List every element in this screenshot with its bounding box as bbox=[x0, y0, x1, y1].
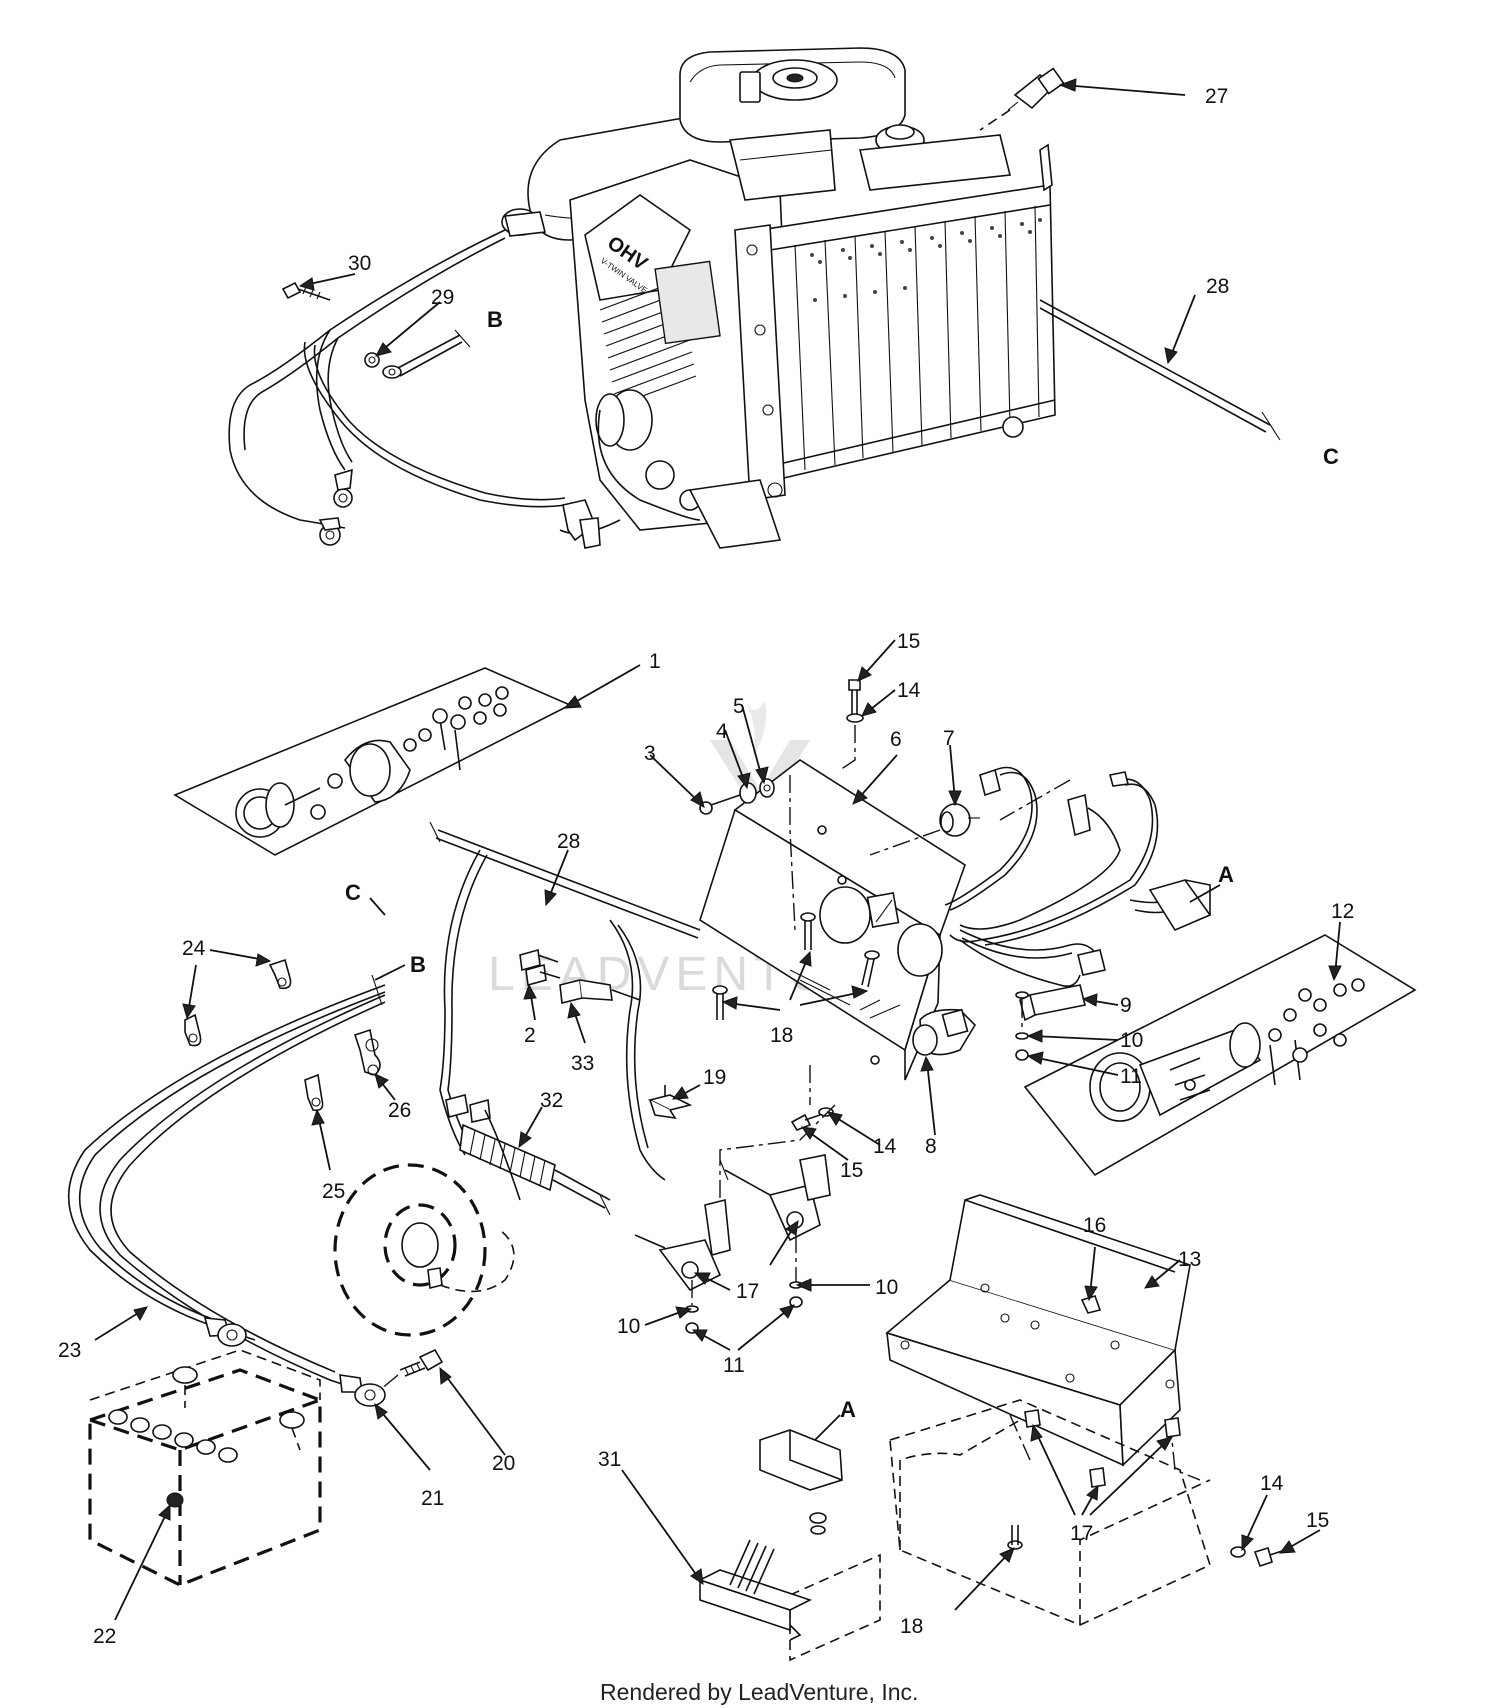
callout-6: 6 bbox=[890, 728, 902, 751]
callout-20: 20 bbox=[492, 1452, 515, 1475]
callout-17-tray: 17 bbox=[1070, 1522, 1093, 1545]
cable-28-bottom bbox=[429, 821, 701, 1181]
callout-28-bottom: 28 bbox=[557, 830, 580, 853]
part-17-clips-tray bbox=[1024, 1409, 1181, 1488]
callout-8: 8 bbox=[925, 1135, 937, 1158]
cable-28-top bbox=[1039, 299, 1281, 441]
callout-24: 24 bbox=[182, 937, 206, 960]
letter-a-bottom: A bbox=[840, 1397, 856, 1422]
callout-9: 9 bbox=[1120, 994, 1132, 1017]
callout-15-top: 15 bbox=[897, 630, 920, 653]
part-24-clamps bbox=[184, 958, 292, 1047]
part-31-module bbox=[697, 1429, 881, 1662]
callout-32: 32 bbox=[540, 1089, 563, 1112]
part-30-screw bbox=[281, 281, 331, 301]
callout-10-mid-right: 10 bbox=[875, 1276, 898, 1299]
battery-cables bbox=[67, 974, 386, 1407]
callout-1: 1 bbox=[649, 650, 661, 673]
callout-18-tray: 18 bbox=[900, 1615, 923, 1638]
callout-31: 31 bbox=[598, 1448, 621, 1471]
part-10-washer-right bbox=[1015, 1032, 1029, 1040]
part-20-bolt bbox=[379, 1348, 444, 1391]
footer-credit: Rendered by LeadVenture, Inc. bbox=[600, 1679, 918, 1705]
callout-11-mid: 11 bbox=[723, 1354, 745, 1377]
part-11-nut-right bbox=[1015, 1049, 1029, 1061]
part-18-screw-tray bbox=[1007, 1525, 1023, 1550]
part-15-screw-top bbox=[848, 679, 861, 715]
callout-26: 26 bbox=[388, 1099, 411, 1122]
letter-c-bottom: C bbox=[345, 880, 361, 905]
part-9-relay bbox=[1015, 984, 1086, 1030]
engine-wire-harness bbox=[228, 229, 601, 549]
part-25-clamp bbox=[304, 1073, 324, 1112]
callout-12: 12 bbox=[1331, 900, 1354, 923]
callout-29: 29 bbox=[431, 286, 454, 309]
callout-2: 2 bbox=[524, 1024, 536, 1047]
part-1-gauge-kit bbox=[173, 667, 572, 856]
part-19-clip bbox=[647, 1085, 693, 1120]
callout-21: 21 bbox=[421, 1487, 444, 1510]
callout-13: 13 bbox=[1178, 1248, 1201, 1271]
callout-14-tray: 14 bbox=[1260, 1472, 1284, 1495]
panel-wire-harness bbox=[944, 766, 1212, 988]
part-2-connector bbox=[519, 948, 561, 987]
part-6-dash-panel bbox=[699, 759, 966, 1081]
part-4-washer bbox=[739, 782, 757, 804]
part-7-ignition-switch bbox=[869, 803, 980, 856]
callout-22: 22 bbox=[93, 1625, 116, 1648]
part-27-sensor bbox=[979, 67, 1065, 131]
callout-28-top: 28 bbox=[1206, 275, 1229, 298]
part-12-gauge-kit bbox=[1023, 934, 1417, 1177]
part-13-battery-tray bbox=[885, 1194, 1191, 1467]
engine-assembly: OHV V-TWIN VALVE bbox=[501, 47, 1056, 549]
callout-33: 33 bbox=[571, 1052, 594, 1075]
letter-b-bottom: B bbox=[410, 952, 426, 977]
letter-a-top: A bbox=[1218, 862, 1234, 887]
callout-10-mid-left: 10 bbox=[617, 1315, 640, 1338]
callout-15-mid: 15 bbox=[840, 1159, 863, 1182]
clutch-dashed bbox=[333, 1094, 521, 1337]
battery-box-dashed bbox=[889, 1399, 1211, 1626]
part-8-switch bbox=[912, 1008, 977, 1056]
callout-14-mid: 14 bbox=[873, 1135, 897, 1158]
part-33-connector bbox=[559, 979, 641, 1004]
callout-25: 25 bbox=[322, 1180, 345, 1203]
leader-lines bbox=[94, 78, 1342, 1621]
callout-7: 7 bbox=[943, 727, 955, 750]
callout-11-right: 11 bbox=[1120, 1065, 1142, 1088]
callout-17-mid: 17 bbox=[736, 1280, 759, 1303]
callout-30: 30 bbox=[348, 252, 371, 275]
letter-c-top: C bbox=[1323, 444, 1339, 469]
callout-15-tray: 15 bbox=[1306, 1509, 1329, 1532]
part-15-screw-tray bbox=[1253, 1546, 1286, 1568]
callout-10-right: 10 bbox=[1120, 1029, 1143, 1052]
battery-dashed bbox=[88, 1349, 322, 1587]
callout-19: 19 bbox=[703, 1066, 726, 1089]
callout-27: 27 bbox=[1205, 85, 1228, 108]
part-5-nut bbox=[759, 778, 775, 798]
part-15-screw-mid bbox=[790, 1113, 821, 1131]
part-26-clamp bbox=[353, 1028, 381, 1076]
part-18-screws-panel bbox=[712, 912, 880, 1020]
callout-3: 3 bbox=[644, 742, 656, 765]
callout-16: 16 bbox=[1083, 1214, 1106, 1237]
part-32-sleeve bbox=[459, 1123, 611, 1216]
callout-5: 5 bbox=[733, 695, 745, 718]
callout-23: 23 bbox=[58, 1339, 81, 1362]
part-14-washer-top bbox=[839, 713, 864, 771]
callout-4: 4 bbox=[716, 720, 728, 743]
letter-b-top: B bbox=[487, 307, 503, 332]
callout-14-top: 14 bbox=[897, 679, 921, 702]
part-17-clips bbox=[634, 1154, 831, 1292]
callout-18-panel: 18 bbox=[770, 1024, 793, 1047]
callout-labels: 27 30 29 B 28 C 15 1 14 5 4 3 6 7 28 A C… bbox=[58, 85, 1354, 1648]
